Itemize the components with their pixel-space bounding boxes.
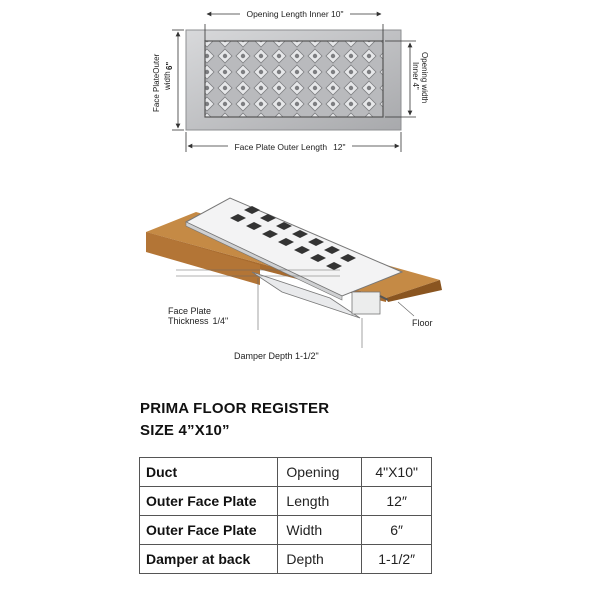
register-diagram: Opening Length Inner 10" Face Plate Oute… [146, 6, 442, 361]
table-cell: Opening [277, 457, 363, 487]
table-row: Duct Opening 4"X10" [138, 457, 432, 487]
table-row: Outer Face Plate Length 12″ [138, 486, 432, 516]
table-row: Damper at back Depth 1-1/2″ [138, 544, 432, 574]
product-title: PRIMA FLOOR REGISTER [140, 400, 330, 417]
damper-box [251, 271, 361, 319]
table-cell: 12″ [361, 486, 432, 516]
table-cell: 4"X10" [361, 457, 432, 487]
floor-label: Floor [412, 318, 433, 328]
opening-width-value: Inner 4" [411, 62, 420, 90]
face-plate-width-value: 6" [165, 62, 174, 70]
spec-table: Duct Opening 4"X10" Outer Face Plate Len… [138, 457, 432, 574]
face-plate-width-sub: width [163, 71, 172, 91]
grille-opening [204, 40, 384, 118]
table-cell: Outer Face Plate [138, 486, 279, 516]
face-plate-thickness-line1: Face Plate [168, 306, 211, 316]
damper-depth-label: Damper Depth 1-1/2" [234, 351, 319, 361]
table-cell: 1-1/2″ [361, 544, 432, 574]
table-cell: Length [277, 486, 363, 516]
table-cell: 6″ [361, 515, 432, 545]
opening-length-label: Opening Length Inner 10" [246, 9, 343, 19]
product-size: SIZE 4”X10” [140, 422, 230, 439]
table-cell: Depth [277, 544, 363, 574]
table-cell: Damper at back [138, 544, 279, 574]
table-cell: Duct [138, 457, 279, 487]
face-plate-width-label: Face PlateOuter [152, 53, 161, 112]
table-row: Outer Face Plate Width 6″ [138, 515, 432, 545]
table-cell: Width [277, 515, 363, 545]
opening-width-label: Opening width [420, 52, 429, 103]
top-view: Opening Length Inner 10" Face Plate Oute… [152, 6, 429, 153]
table-cell: Outer Face Plate [138, 515, 279, 545]
